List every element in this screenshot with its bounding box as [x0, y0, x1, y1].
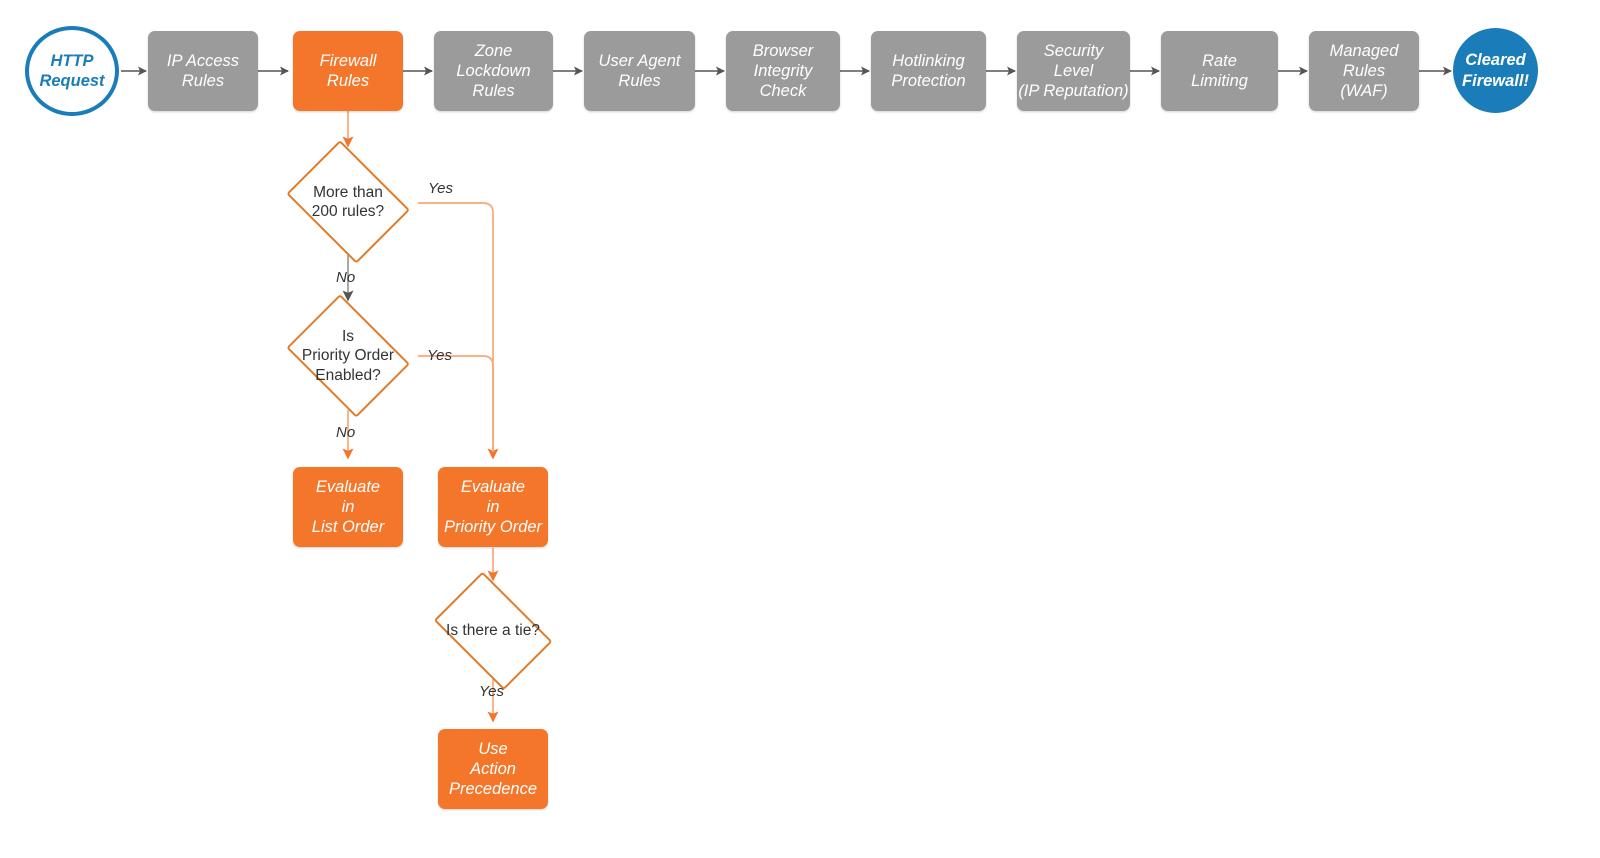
node-security-level[interactable]: Security Level (IP Reputation) — [1017, 31, 1130, 111]
node-label: Zone Lockdown Rules — [456, 41, 531, 101]
node-is-there-a-tie[interactable]: Is there a tie? — [423, 571, 563, 691]
edge-label-more-than-200-yes: Yes — [428, 180, 454, 197]
node-browser-integrity-check[interactable]: Browser Integrity Check — [726, 31, 840, 111]
node-firewall-rules[interactable]: Firewall Rules — [293, 31, 403, 111]
edge-label-tie-yes: Yes — [479, 683, 505, 700]
node-user-agent-rules[interactable]: User Agent Rules — [584, 31, 695, 111]
edge-label-more-than-200-no: No — [336, 269, 356, 286]
diamond-shape — [286, 140, 410, 264]
node-label: Rate Limiting — [1191, 51, 1248, 90]
node-label: Use Action Precedence — [448, 739, 538, 799]
edge-200rules-yes — [418, 202, 499, 460]
node-evaluate-in-priority-order[interactable]: Evaluate in Priority Order — [438, 467, 548, 547]
node-label: Hotlinking Protection — [891, 51, 966, 90]
node-ip-access-rules[interactable]: IP Access Rules — [148, 31, 258, 111]
edge-priority-yes — [418, 355, 494, 452]
node-more-than-200-rules[interactable]: More than 200 rules? — [278, 140, 418, 264]
node-managed-rules-waf[interactable]: Managed Rules (WAF) — [1309, 31, 1419, 111]
node-label: User Agent Rules — [598, 51, 681, 90]
node-label: Firewall Rules — [319, 51, 377, 90]
node-is-priority-order-enabled[interactable]: Is Priority Order Enabled? — [278, 294, 418, 418]
node-http-request[interactable]: HTTP Request — [25, 26, 119, 116]
node-label: HTTP Request — [39, 51, 105, 90]
node-label: Security Level (IP Reputation) — [1018, 41, 1129, 101]
node-rate-limiting[interactable]: Rate Limiting — [1161, 31, 1278, 111]
diamond-shape — [433, 571, 553, 691]
node-label: Cleared Firewall! — [1462, 51, 1529, 90]
edge-label-priority-order-no: No — [336, 424, 356, 441]
node-evaluate-in-list-order[interactable]: Evaluate in List Order — [293, 467, 403, 547]
node-cleared-firewall[interactable]: Cleared Firewall! — [1453, 28, 1538, 113]
diamond-shape — [286, 294, 410, 418]
edge-label-priority-order-yes: Yes — [427, 347, 453, 364]
node-label: Managed Rules (WAF) — [1329, 41, 1399, 101]
node-label: Browser Integrity Check — [752, 41, 814, 101]
node-label: IP Access Rules — [166, 51, 240, 90]
node-use-action-precedence[interactable]: Use Action Precedence — [438, 729, 548, 809]
node-label: Evaluate in Priority Order — [443, 477, 543, 537]
node-label: Evaluate in List Order — [311, 477, 385, 537]
node-zone-lockdown-rules[interactable]: Zone Lockdown Rules — [434, 31, 553, 111]
node-hotlinking-protection[interactable]: Hotlinking Protection — [871, 31, 986, 111]
